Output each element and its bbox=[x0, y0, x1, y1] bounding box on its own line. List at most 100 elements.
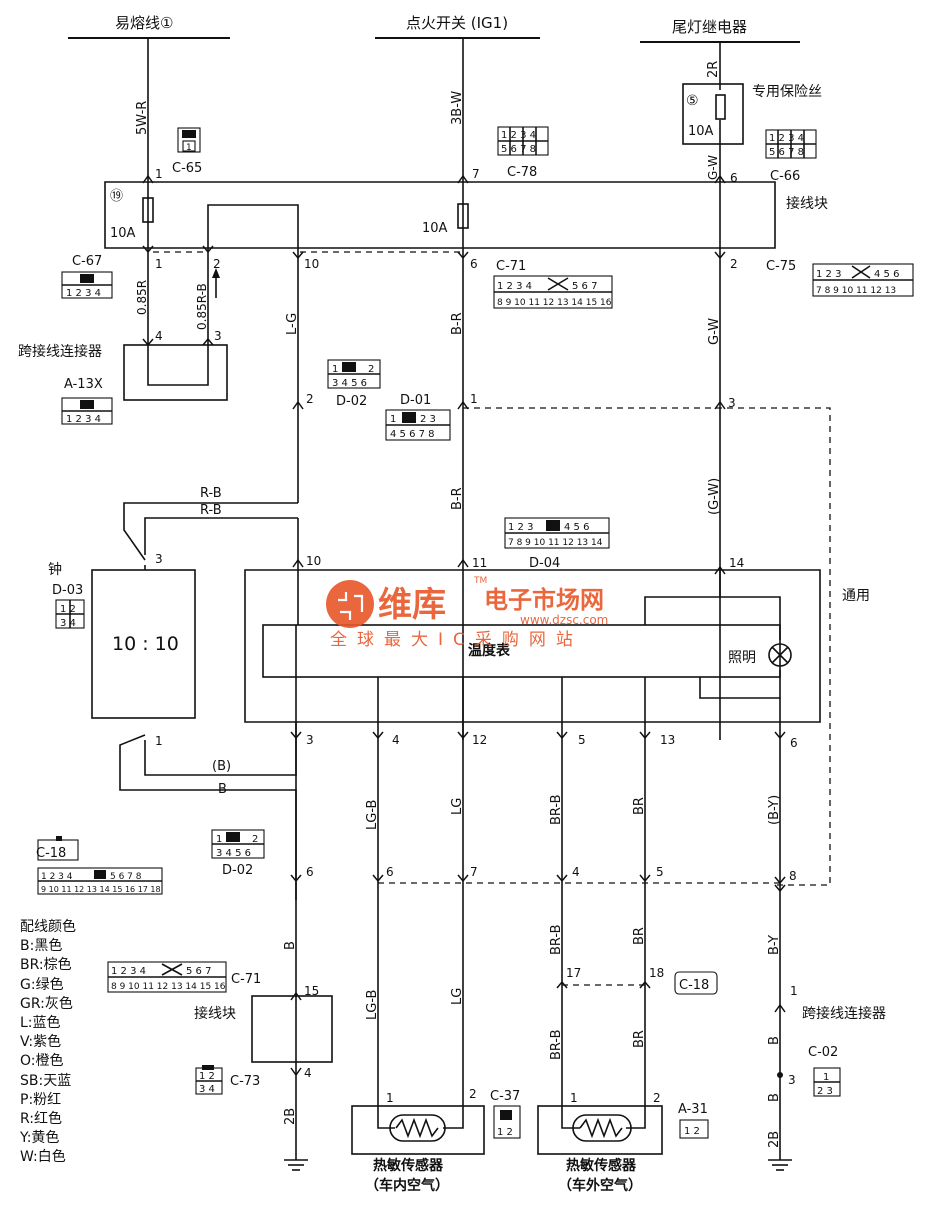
pin-number: 2 bbox=[469, 1087, 477, 1101]
pin-number: 1 bbox=[155, 167, 163, 181]
connector-a31-symbol: 1 2 bbox=[679, 1119, 709, 1139]
pin-number: 1 bbox=[570, 1091, 578, 1105]
pin-number: 13 bbox=[660, 733, 675, 747]
svg-text:1 2 3 4: 1 2 3 4 bbox=[501, 130, 536, 141]
watermark-slogan: 全球最大IC采购网站 bbox=[330, 630, 583, 650]
wire-label: (B-Y) bbox=[767, 795, 782, 825]
legend-item: B:黑色 bbox=[20, 938, 63, 955]
legend-title: 配线颜色 bbox=[20, 919, 76, 935]
connector-label: C-73 bbox=[230, 1074, 260, 1089]
label-junction-block: 接线块 bbox=[786, 195, 828, 212]
special-fuse-box bbox=[682, 83, 744, 145]
wire-label: B bbox=[767, 1093, 782, 1102]
wire-label: BR-B bbox=[549, 1029, 564, 1060]
svg-text:3 4: 3 4 bbox=[199, 1084, 215, 1095]
svg-text:1 2 3: 1 2 3 bbox=[816, 269, 841, 280]
connector-label: C-02 bbox=[808, 1045, 838, 1060]
temperature-gauge bbox=[262, 624, 781, 678]
connector-label: D-02 bbox=[336, 394, 367, 409]
connector-label: D-04 bbox=[529, 556, 560, 571]
pin-number: 3 bbox=[155, 552, 163, 566]
svg-text:1: 1 bbox=[332, 364, 338, 375]
connector-label: C-18 bbox=[679, 978, 709, 993]
connector-c37-symbol: 1 2 bbox=[493, 1105, 521, 1139]
svg-text:5 6 7 8: 5 6 7 8 bbox=[501, 144, 536, 155]
pin-number: 10 bbox=[306, 554, 321, 568]
connector-c65-symbol: 1 bbox=[177, 127, 201, 153]
svg-text:4 5 6: 4 5 6 bbox=[564, 522, 589, 533]
svg-text:7 8 9 10 11 12 13: 7 8 9 10 11 12 13 bbox=[816, 286, 896, 296]
svg-text:3 4 5 6: 3 4 5 6 bbox=[332, 378, 367, 389]
legend-item: W:白色 bbox=[20, 1149, 66, 1166]
watermark-tm: TM bbox=[473, 576, 487, 586]
svg-text:4 5 6 7 8: 4 5 6 7 8 bbox=[390, 429, 435, 440]
connector-label: C-65 bbox=[172, 161, 202, 176]
connector-c67-symbol: 1 2 3 4 bbox=[61, 271, 113, 299]
connector-d01-symbol: 1 2 3 4 5 6 7 8 bbox=[385, 409, 451, 441]
pin-number: 5 bbox=[656, 865, 664, 879]
fuse-number: ⑤ bbox=[686, 93, 699, 109]
wire-label: 0.85R bbox=[135, 280, 149, 315]
pin-number: 6 bbox=[470, 257, 478, 271]
outside-air-sensor bbox=[537, 1105, 663, 1155]
svg-text:5 6 7: 5 6 7 bbox=[186, 966, 211, 977]
pin-number: 8 bbox=[789, 869, 797, 883]
label-illumination: 照明 bbox=[728, 650, 756, 666]
legend-item: SB:天蓝 bbox=[20, 1072, 72, 1089]
connector-label: C-66 bbox=[770, 169, 800, 184]
label-tail-relay: 尾灯继电器 bbox=[672, 18, 747, 36]
wire-label: 0.85R-B bbox=[195, 283, 209, 330]
pin-number: 6 bbox=[790, 736, 798, 750]
svg-text:5 6 7: 5 6 7 bbox=[572, 281, 597, 292]
svg-text:9 10 11 12 13 14 15 16 17 18: 9 10 11 12 13 14 15 16 17 18 bbox=[41, 885, 161, 894]
svg-text:5 6 7 8: 5 6 7 8 bbox=[769, 147, 804, 158]
legend-item: O:橙色 bbox=[20, 1053, 64, 1070]
wire-label: LG bbox=[450, 798, 465, 815]
wire-label: BR-B bbox=[549, 794, 564, 825]
wire-label: BR bbox=[632, 927, 647, 945]
connector-label: D-03 bbox=[52, 583, 83, 598]
legend-item: P:粉红 bbox=[20, 1091, 62, 1108]
svg-text:3 4: 3 4 bbox=[60, 618, 76, 629]
fuse-number: ⑲ bbox=[110, 189, 123, 204]
clock-box bbox=[91, 569, 196, 719]
label-inside-sensor: 热敏传感器 bbox=[373, 1157, 444, 1174]
svg-text:1 2 3: 1 2 3 bbox=[508, 522, 533, 533]
label-junction-block: 接线块 bbox=[194, 1005, 236, 1022]
connector-label: C-67 bbox=[72, 254, 102, 269]
wire-color-legend: 配线颜色 B:黑色 BR:棕色 G:绿色 GR:灰色 L:蓝色 V:紫色 O:橙… bbox=[20, 918, 76, 1168]
svg-text:1 2 3 4: 1 2 3 4 bbox=[66, 288, 101, 299]
pin-number: 3 bbox=[788, 1073, 796, 1087]
fuse-mid-symbol bbox=[457, 203, 469, 229]
pin-number: 12 bbox=[472, 733, 487, 747]
pin-number: 1 bbox=[386, 1091, 394, 1105]
label-jumper-connector: 跨接线连接器 bbox=[18, 343, 102, 360]
connector-c71-symbol: 1 2 3 4 5 6 7 8 9 10 11 12 13 14 15 16 bbox=[493, 275, 613, 309]
pin-number: 14 bbox=[729, 556, 744, 570]
label-outside-sensor: 热敏传感器 bbox=[566, 1157, 637, 1174]
connector-label: C-78 bbox=[507, 165, 537, 180]
label-outside-sensor-sub: （车外空气） bbox=[558, 1177, 642, 1194]
connector-label: C-18 bbox=[36, 846, 66, 861]
label-ignition-switch: 点火开关 (IG1) bbox=[406, 14, 508, 32]
svg-text:1 2 3 4: 1 2 3 4 bbox=[769, 133, 804, 144]
watermark-site: 电子市场网 bbox=[484, 586, 604, 614]
pin-number: 5 bbox=[578, 733, 586, 747]
connector-label: D-01 bbox=[400, 393, 431, 408]
pin-number: 15 bbox=[304, 984, 319, 998]
legend-item: R:红色 bbox=[20, 1111, 63, 1128]
connector-c75-symbol: 1 2 3 4 5 6 7 8 9 10 11 12 13 bbox=[812, 263, 914, 297]
connector-d02b-symbol: 1 2 3 4 5 6 bbox=[211, 829, 265, 859]
svg-text:1 2 3 4: 1 2 3 4 bbox=[41, 872, 73, 882]
svg-text:1: 1 bbox=[216, 834, 222, 845]
clock-display: 10 : 10 bbox=[112, 633, 179, 655]
wire-label: 5W-R bbox=[135, 101, 150, 135]
svg-text:3 4 5 6: 3 4 5 6 bbox=[216, 848, 251, 859]
connector-c02-symbol: 1 2 3 bbox=[813, 1067, 841, 1097]
pin-number: 2 bbox=[306, 392, 314, 406]
wire-label: B bbox=[767, 1036, 782, 1045]
gauge-frame bbox=[244, 569, 821, 723]
pin-number: 18 bbox=[649, 966, 664, 980]
connector-label: C-71 bbox=[496, 259, 526, 274]
